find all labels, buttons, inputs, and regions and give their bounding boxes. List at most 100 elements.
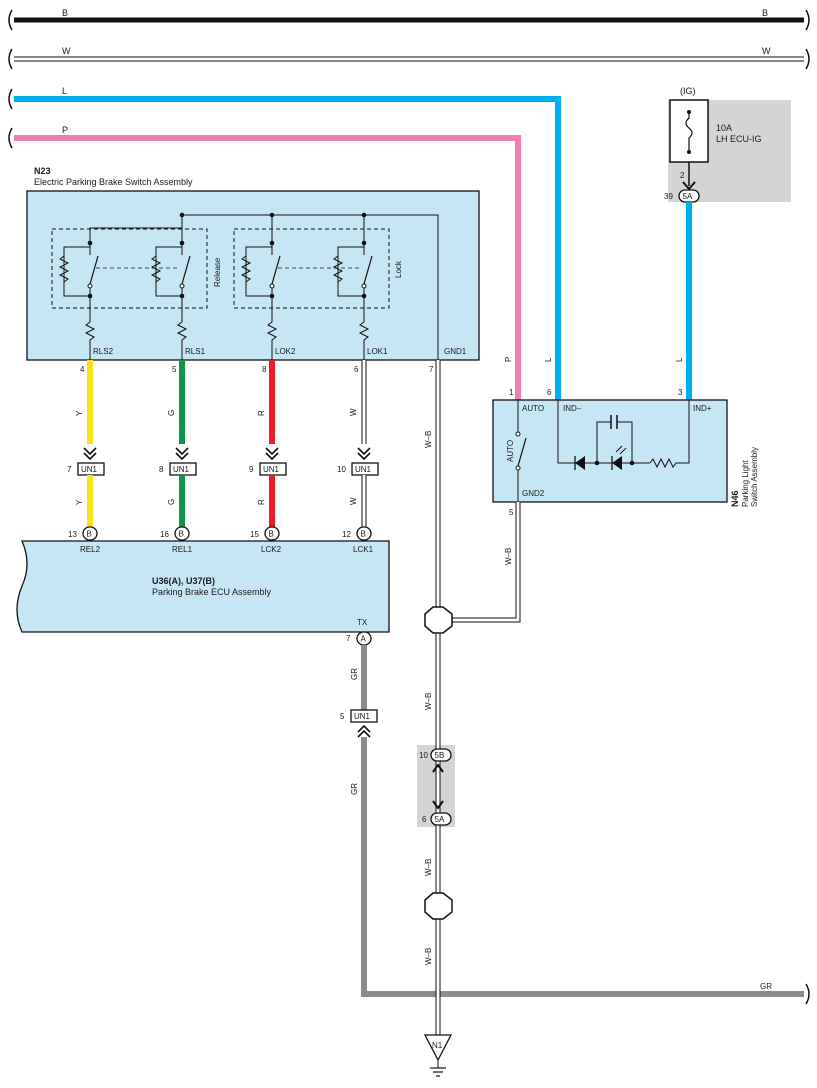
junction-bottom-pin: 6 <box>422 815 427 824</box>
ecu-name: Parking Brake ECU Assembly <box>152 587 272 597</box>
junction-connector: 5B 10 5A 6 <box>417 745 455 827</box>
n23-pin-lok1: LOK1 <box>367 347 388 356</box>
switch-contact-icon <box>89 255 99 285</box>
bus-l-label: L <box>62 86 67 96</box>
connector-arrow-icon <box>357 447 371 456</box>
wire-wb-label-4: W–B <box>424 859 433 876</box>
lock-label: Lock <box>394 260 403 278</box>
signal-wires-upper: Y G R W <box>75 360 367 444</box>
un1-id-2: UN1 <box>173 465 190 474</box>
n46-name-2: Switch Assembly <box>750 447 759 507</box>
un1-pin-8: 8 <box>159 465 164 474</box>
n46-switch-assembly: AUTO IND– IND+ GND2 AUTO N46 Parking Lig… <box>492 399 759 507</box>
n23-pin-rls2: RLS2 <box>93 347 114 356</box>
splice-point-icon <box>424 892 453 920</box>
ecu-pinnum-15: 15 <box>250 530 259 539</box>
wire-gr-label-2: GR <box>350 783 359 795</box>
un1-pin-10: 10 <box>337 465 346 474</box>
release-label: Release <box>213 257 222 287</box>
un1-pin-7: 7 <box>67 465 72 474</box>
n23-pin-lok2: LOK2 <box>275 347 296 356</box>
wire-w-label-2: W <box>349 497 358 505</box>
connector-arrow-icon <box>175 447 189 456</box>
resistor-icon <box>649 457 688 469</box>
n46-auto-switch-label: AUTO <box>506 440 515 462</box>
wire-g-label-2: G <box>167 499 176 505</box>
ecu-pinnum-12: 12 <box>342 530 351 539</box>
un1-connectors: UN1 7 UN1 8 UN1 9 UN1 10 <box>67 447 379 476</box>
fuse-conn-pin: 39 <box>664 192 673 201</box>
ecu-pin-rel2: REL2 <box>80 545 101 554</box>
ground-triangle-icon <box>423 1034 453 1062</box>
connector-arrow-icon <box>682 181 696 191</box>
resistor-icon <box>332 255 344 283</box>
ecu-pinnum-16: 16 <box>160 530 169 539</box>
ecu-conn-b-4: B <box>361 530 366 539</box>
fuse-icon <box>685 112 693 152</box>
wire-l-label-1: L <box>544 357 553 362</box>
un1-pin-5: 5 <box>340 712 345 721</box>
connector-arrow-icon <box>83 447 97 456</box>
wire-g-label-1: G <box>167 410 176 416</box>
release-box <box>51 228 208 309</box>
wire-l-label-2: L <box>675 357 684 362</box>
resistor-icon <box>240 255 252 283</box>
switch-rls1 <box>150 243 191 360</box>
resistor-icon <box>150 255 162 283</box>
wire-w-label-1: W <box>349 408 358 416</box>
switch-contact-icon <box>363 255 373 285</box>
n23-code: N23 <box>34 166 51 176</box>
led-icon <box>612 456 622 470</box>
tx-wire: A 7 GR UN1 5 GR GR <box>340 631 810 1005</box>
n23-pinnum-5: 5 <box>172 365 177 374</box>
bus-gr-label: GR <box>760 982 772 991</box>
ecu-conn-b-3: B <box>269 530 274 539</box>
n23-pin-gnd1: GND1 <box>444 347 467 356</box>
parking-brake-ecu: REL2 REL1 LCK2 LCK1 U36(A), U37(B) Parki… <box>16 540 390 633</box>
switch-contact-icon <box>181 255 191 285</box>
n23-pinnum-6: 6 <box>354 365 359 374</box>
n46-pin-3: 3 <box>678 388 683 397</box>
switch-lok1 <box>332 243 373 360</box>
switch-lok2 <box>240 243 281 360</box>
ecu-tx-label: TX <box>357 618 368 627</box>
bus-b-right-label: B <box>762 8 768 18</box>
n23-pinnum-4: 4 <box>80 365 85 374</box>
ecu-conn-b-1: B <box>87 530 92 539</box>
wire-p-label: P <box>504 357 513 362</box>
n46-ind-plus-label: IND+ <box>693 404 712 413</box>
wire-r-label-1: R <box>257 410 266 416</box>
n46-ind-minus-label: IND– <box>563 404 582 413</box>
signal-wires-lower: Y G R W <box>75 475 367 527</box>
wire-wb-label-2: W–B <box>504 548 513 565</box>
n46-code: N46 <box>730 490 740 507</box>
wire-gr-label-1: GR <box>350 668 359 680</box>
bus-w-right-label: W <box>762 46 771 56</box>
bus-w: W W <box>8 46 810 70</box>
n46-name-1: Parking Light <box>741 460 750 507</box>
wire-wb-label-1: W–B <box>424 431 433 448</box>
wire-y-label-2: Y <box>75 499 84 505</box>
un1-id-1: UN1 <box>81 465 98 474</box>
wire-r-label-2: R <box>257 499 266 505</box>
bus-p: P <box>8 125 521 400</box>
wire-wb-label-3: W–B <box>424 693 433 710</box>
n23-name: Electric Parking Brake Switch Assembly <box>34 177 193 187</box>
n23-switch-assembly: N23 Electric Parking Brake Switch Assemb… <box>26 166 480 361</box>
n46-pin-6: 6 <box>547 388 552 397</box>
splice-point-icon <box>424 606 453 634</box>
switch-rls2 <box>58 243 99 360</box>
fuse-ig-label: (IG) <box>680 86 696 96</box>
n23-pinnum-8: 8 <box>262 365 267 374</box>
n23-pin-rls1: RLS1 <box>185 347 206 356</box>
fuse-rating: 10A <box>716 123 732 133</box>
fuse-conn-id: 5A <box>683 192 693 201</box>
n46-auto-pin-label: AUTO <box>522 404 544 413</box>
ecu-code: U36(A), U37(B) <box>152 576 215 586</box>
bus-p-label: P <box>62 125 68 135</box>
un1-id-3: UN1 <box>263 465 280 474</box>
junction-bottom-id: 5A <box>435 815 445 824</box>
ecu-pinnum-13: 13 <box>68 530 77 539</box>
wire-wb-label-5: W–B <box>424 948 433 965</box>
bus-l: L <box>8 86 561 400</box>
